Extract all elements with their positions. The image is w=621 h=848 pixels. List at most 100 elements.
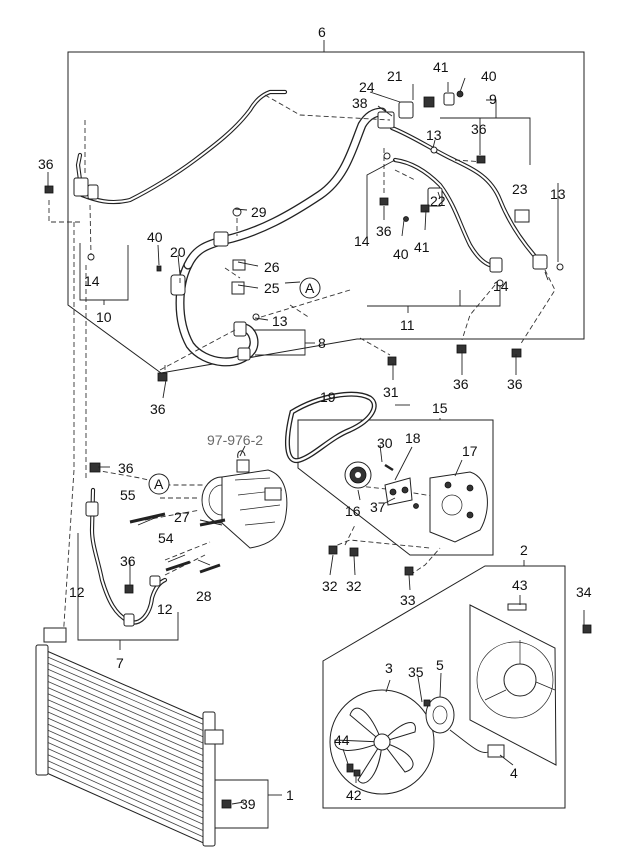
nut: [379, 197, 389, 206]
o-ring: [383, 152, 391, 160]
callout-36[interactable]: 36: [120, 553, 136, 569]
callout-1[interactable]: 1: [286, 787, 294, 803]
callout-31[interactable]: 31: [383, 384, 399, 400]
nut: [221, 799, 232, 809]
callout-41[interactable]: 41: [414, 239, 430, 255]
callout-22[interactable]: 22: [430, 193, 446, 209]
condenser-fins: [47, 656, 204, 838]
liquid-pipe-9: [377, 111, 548, 273]
callout-34[interactable]: 34: [576, 584, 592, 600]
callout-12[interactable]: 12: [157, 601, 173, 617]
callout-16[interactable]: 16: [345, 503, 361, 519]
condenser-bracket: [43, 627, 67, 643]
reference-mark-a-circle: [299, 277, 321, 299]
pipe-assembly-7: [85, 462, 168, 627]
callout-36[interactable]: 36: [453, 376, 469, 392]
callout-30[interactable]: 30: [377, 435, 393, 451]
clip: [514, 209, 530, 223]
callout-19[interactable]: 19: [320, 389, 336, 405]
callout-10[interactable]: 10: [96, 309, 112, 325]
callout-27[interactable]: 27: [174, 509, 190, 525]
nut: [157, 372, 168, 382]
group-frame-6: [67, 51, 585, 374]
callout-2[interactable]: 2: [520, 542, 528, 558]
callout-13[interactable]: 13: [272, 313, 288, 329]
callout-40[interactable]: 40: [147, 229, 163, 245]
callout-36[interactable]: 36: [38, 156, 54, 172]
callout-6[interactable]: 6: [318, 24, 326, 40]
callout-14[interactable]: 14: [354, 233, 370, 249]
callout-25[interactable]: 25: [264, 280, 280, 296]
callout-36[interactable]: 36: [118, 460, 134, 476]
callout-20[interactable]: 20: [170, 244, 186, 260]
callout-44[interactable]: 44: [334, 732, 350, 748]
callout-41[interactable]: 41: [433, 59, 449, 75]
condenser-bracket: [204, 729, 224, 745]
cross-reference-label[interactable]: 97-976-2: [207, 432, 263, 448]
condenser-fin-line: [47, 699, 204, 769]
o-ring: [430, 146, 438, 154]
callout-55[interactable]: 55: [120, 487, 136, 503]
condenser-fin-line: [47, 687, 204, 756]
callout-9[interactable]: 9: [489, 91, 497, 107]
callout-5[interactable]: 5: [436, 657, 444, 673]
callout-39[interactable]: 39: [240, 796, 256, 812]
callout-4[interactable]: 4: [510, 765, 518, 781]
callout-38[interactable]: 38: [352, 95, 368, 111]
fan-3: [329, 689, 435, 795]
callout-40[interactable]: 40: [481, 68, 497, 84]
callout-24[interactable]: 24: [359, 79, 375, 95]
bolt: [582, 624, 592, 634]
callout-29[interactable]: 29: [251, 204, 267, 220]
bolt: [328, 545, 338, 555]
pipe-fitting: [532, 254, 548, 270]
callout-35[interactable]: 35: [408, 664, 424, 680]
fan-shroud-4: [469, 603, 557, 766]
callout-43[interactable]: 43: [512, 577, 528, 593]
condenser-fin-line: [47, 754, 204, 825]
condenser-fin-line: [47, 760, 204, 831]
callout-37[interactable]: 37: [370, 499, 386, 515]
bolt: [232, 207, 242, 217]
screw: [423, 699, 431, 707]
callout-13[interactable]: 13: [550, 186, 566, 202]
callout-36[interactable]: 36: [507, 376, 523, 392]
callout-32[interactable]: 32: [322, 578, 338, 594]
o-ring: [252, 313, 260, 321]
callout-18[interactable]: 18: [405, 430, 421, 446]
callout-54[interactable]: 54: [158, 530, 174, 546]
callout-42[interactable]: 42: [346, 787, 362, 803]
callout-11[interactable]: 11: [400, 317, 415, 333]
callout-40[interactable]: 40: [393, 246, 409, 262]
callout-36[interactable]: 36: [376, 223, 392, 239]
callout-36[interactable]: 36: [150, 401, 166, 417]
screw: [403, 216, 409, 222]
callout-28[interactable]: 28: [196, 588, 212, 604]
callout-12[interactable]: 12: [69, 584, 85, 600]
callout-36[interactable]: 36: [471, 121, 487, 137]
reference-mark-a-top: A: [305, 280, 315, 296]
callout-23[interactable]: 23: [512, 181, 528, 197]
pipe-fitting: [149, 575, 161, 587]
condenser-fin-line: [47, 705, 204, 775]
group-frame-2: [322, 565, 566, 809]
nut: [124, 584, 134, 594]
callout-14[interactable]: 14: [493, 278, 509, 294]
nut: [387, 356, 397, 366]
callout-26[interactable]: 26: [264, 259, 280, 275]
callout-33[interactable]: 33: [400, 592, 416, 608]
discharge-pipe-10: [73, 89, 288, 205]
callout-15[interactable]: 15: [432, 400, 448, 416]
callout-32[interactable]: 32: [346, 578, 362, 594]
callout-3[interactable]: 3: [385, 660, 393, 676]
callout-8[interactable]: 8: [318, 335, 326, 351]
callout-17[interactable]: 17: [462, 443, 478, 459]
callout-21[interactable]: 21: [387, 68, 403, 84]
nut: [456, 344, 467, 354]
callout-13[interactable]: 13: [426, 127, 442, 143]
callout-14[interactable]: 14: [84, 273, 100, 289]
callout-7[interactable]: 7: [116, 655, 124, 671]
small-parts-group6: [44, 90, 564, 382]
